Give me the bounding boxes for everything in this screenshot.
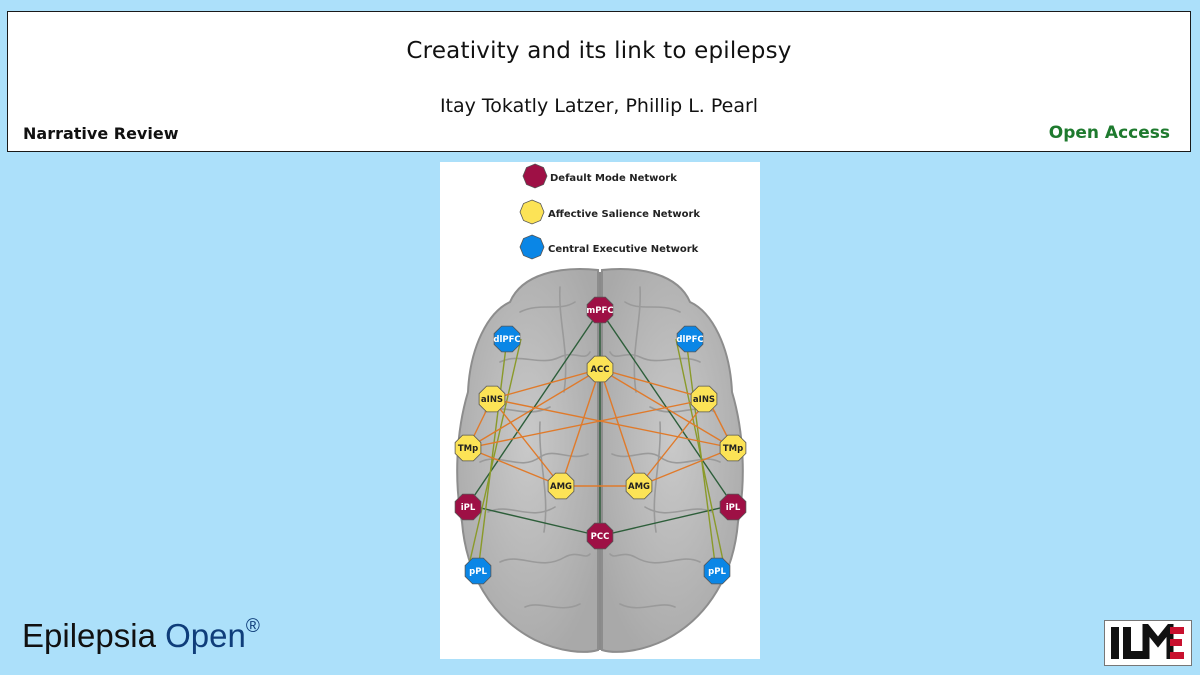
ilae-logo (1104, 620, 1192, 666)
node-label: TMp (723, 444, 743, 454)
node-shape (586, 355, 614, 383)
node-label: pPL (469, 567, 487, 577)
node-dlpfc-left: dlPFC (493, 325, 521, 353)
node-ains-left: aINS (478, 385, 506, 413)
sn-edge (467, 368, 601, 449)
node-shape (690, 385, 718, 413)
sn-edge (599, 368, 640, 487)
sn-edge (467, 398, 709, 449)
dmn-edge (599, 504, 734, 537)
node-shape (625, 472, 653, 500)
node-label: PCC (591, 532, 610, 542)
cen-edge (468, 338, 522, 566)
sn-edge (599, 368, 734, 449)
node-shape (586, 296, 614, 324)
brain-network-figure: Default Mode Network Affective Salience … (440, 162, 760, 659)
node-amg-right: AMG (625, 472, 653, 500)
sn-edge (467, 447, 562, 487)
legend-swatch-default-mode (522, 163, 548, 189)
dmn-edge (467, 504, 601, 537)
article-header: Creativity and its link to epilepsy Itay… (7, 11, 1191, 152)
node-shape (464, 557, 492, 585)
node-shape (478, 385, 506, 413)
network-edges (467, 309, 734, 572)
node-label: pPL (708, 567, 726, 577)
network-nodes: mPFC dlPFC dlPFC ACC aINS aINS TMp TMp (454, 296, 747, 585)
legend-swatch-executive (519, 234, 545, 260)
node-label: AMG (628, 482, 650, 492)
legend: Default Mode Network Affective Salience … (519, 163, 700, 260)
sn-edge (491, 398, 734, 449)
node-shape (719, 493, 747, 521)
node-label: AMG (550, 482, 572, 492)
article-authors: Itay Tokatly Latzer, Phillip L. Pearl (439, 95, 759, 117)
node-ipl-right: iPL (719, 493, 747, 521)
node-shape (454, 434, 482, 462)
cen-edge (477, 338, 508, 572)
open-access-label: Open Access (1048, 123, 1170, 143)
node-label: aINS (481, 395, 503, 405)
node-ains-right: aINS (690, 385, 718, 413)
node-label: dlPFC (493, 335, 520, 345)
article-title: Creativity and its link to epilepsy (406, 38, 792, 64)
article-type-label: Narrative Review (23, 124, 179, 143)
node-label: iPL (461, 503, 476, 513)
legend-label-executive: Central Executive Network (548, 244, 699, 255)
ilae-logo-mark (1111, 624, 1184, 659)
node-shape (719, 434, 747, 462)
node-ppl-left: pPL (464, 557, 492, 585)
sn-edge (491, 398, 562, 487)
registered-mark: ® (245, 616, 260, 637)
legend-label-default-mode: Default Mode Network (550, 173, 677, 184)
node-label: dlPFC (676, 335, 703, 345)
node-label: aINS (693, 395, 715, 405)
legend-item-default-mode: Default Mode Network (522, 163, 677, 189)
node-label: iPL (726, 503, 741, 513)
sn-edge (638, 447, 734, 487)
journal-name-suffix: Open (165, 617, 246, 654)
node-shape (703, 557, 731, 585)
node-amg-left: AMG (547, 472, 575, 500)
legend-item-salience: Affective Salience Network (519, 199, 700, 225)
node-shape (676, 325, 704, 353)
node-mpfc: mPFC (586, 296, 614, 324)
sn-edge (491, 368, 601, 400)
node-tmp-right: TMp (719, 434, 747, 462)
brain-network-diagram: Default Mode Network Affective Salience … (454, 163, 747, 653)
node-label: TMp (458, 444, 478, 454)
node-label: mPFC (586, 306, 613, 316)
journal-name-main: Epilepsia (22, 617, 156, 654)
node-acc: ACC (586, 355, 614, 383)
node-ipl-left: iPL (454, 493, 482, 521)
node-label: ACC (590, 365, 609, 375)
journal-name: Epilepsia Open® (22, 616, 260, 655)
legend-item-executive: Central Executive Network (519, 234, 699, 260)
legend-swatch-salience (519, 199, 545, 225)
legend-label-salience: Affective Salience Network (548, 209, 700, 220)
sn-edge (638, 398, 709, 487)
node-shape (493, 325, 521, 353)
node-pcc: PCC (586, 522, 614, 550)
node-shape (547, 472, 575, 500)
sn-edge (599, 368, 709, 400)
node-shape (586, 522, 614, 550)
sn-edge (560, 368, 601, 487)
node-tmp-left: TMp (454, 434, 482, 462)
node-shape (454, 493, 482, 521)
cen-edge (675, 338, 725, 566)
node-dlpfc-right: dlPFC (676, 325, 704, 353)
node-ppl-right: pPL (703, 557, 731, 585)
